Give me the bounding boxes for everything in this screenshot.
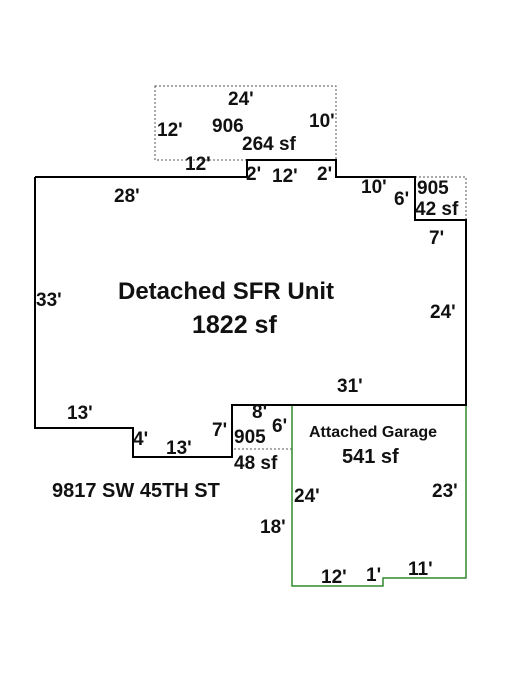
addition-right-area: 42 sf [415, 199, 459, 220]
garage-name: Attached Garage [309, 424, 437, 441]
property-address: 9817 SW 45TH ST [52, 480, 220, 502]
dim-notch-12: 12' [272, 166, 298, 187]
addition-top-area: 264 sf [242, 134, 297, 155]
dim-top-12-left: 12' [157, 120, 183, 141]
dim-bottom-8: 8' [252, 402, 267, 423]
dim-bottom-13-left: 13' [67, 403, 93, 424]
dim-garage-18: 18' [260, 517, 286, 538]
dim-bottom-4: 4' [133, 429, 148, 450]
dim-notch-2-left: 2' [246, 164, 261, 185]
dim-top-10: 10' [361, 177, 387, 198]
addition-bottom-area: 48 sf [234, 453, 278, 474]
dim-garage-12: 12' [321, 567, 347, 588]
main-unit-outline [34, 159, 467, 458]
dim-top-28: 28' [114, 186, 140, 207]
addition-top-code: 906 [212, 116, 244, 137]
dim-right-24: 24' [430, 302, 456, 323]
dim-garage-24: 24' [294, 486, 320, 507]
dim-garage-23: 23' [432, 481, 458, 502]
dim-top-12-bottom: 12' [185, 154, 211, 175]
garage-area: 541 sf [342, 446, 399, 468]
addition-bottom-code: 905 [234, 427, 266, 448]
dim-mid-31: 31' [337, 376, 363, 397]
dim-right-6: 6' [394, 189, 409, 210]
dim-right-7: 7' [429, 228, 444, 249]
dim-garage-11: 11' [408, 559, 433, 580]
dim-bottom-7: 7' [212, 420, 227, 441]
dim-garage-1: 1' [366, 565, 381, 586]
dim-left-33: 33' [36, 290, 62, 311]
addition-right-code: 905 [417, 178, 449, 199]
dim-top-24: 24' [228, 89, 254, 110]
addition-top-outline [154, 85, 337, 161]
main-unit-area: 1822 sf [192, 311, 277, 339]
dim-bottom-6: 6' [272, 416, 287, 437]
main-unit-name: Detached SFR Unit [118, 278, 334, 305]
dim-notch-2-right: 2' [317, 164, 332, 185]
dim-bottom-13: 13' [166, 438, 192, 459]
dim-top-10-right: 10' [309, 111, 335, 132]
